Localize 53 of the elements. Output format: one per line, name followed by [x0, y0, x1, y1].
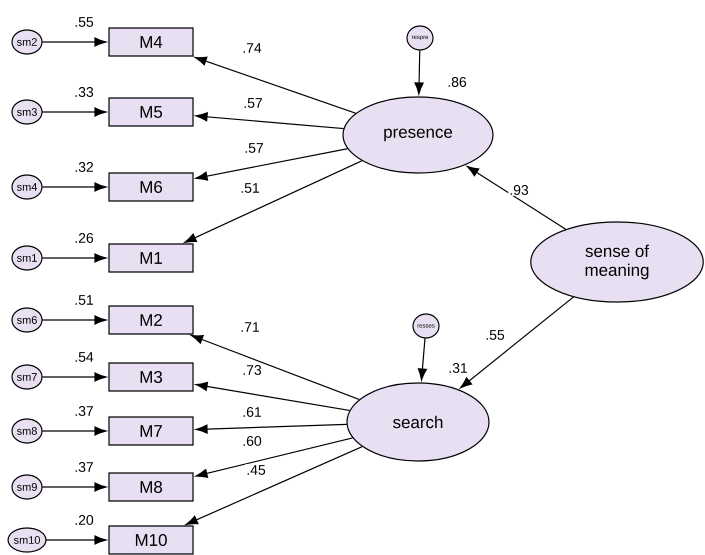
edge-label: .57	[243, 142, 265, 154]
edge-label: .45	[245, 464, 267, 476]
arrow	[42, 37, 106, 47]
arrow	[196, 424, 347, 434]
arrow	[42, 426, 106, 436]
arrow	[196, 382, 350, 412]
arrow	[466, 166, 566, 230]
indicator-box: M2	[108, 305, 194, 335]
edge-label: .73	[241, 364, 263, 376]
coefficient-label: .37	[76, 462, 93, 472]
edge-label: .71	[239, 321, 261, 333]
indicator-box: M8	[108, 472, 194, 502]
arrow	[42, 315, 106, 325]
edge-label: .93	[508, 184, 530, 196]
arrow	[194, 56, 356, 114]
coefficient-label: .51	[76, 295, 94, 305]
indicator-box: M6	[108, 172, 194, 202]
edge-label: .55	[484, 329, 506, 341]
coefficient-label: .31	[450, 363, 468, 373]
edge-label: .51	[239, 182, 261, 194]
arrow	[196, 112, 344, 130]
coefficient-label: .26	[76, 233, 94, 243]
edge-label: .60	[241, 435, 263, 447]
coefficient-label: .33	[76, 87, 94, 97]
coefficient-label: .20	[76, 515, 94, 525]
coefficient-label: .86	[448, 77, 466, 87]
arrow	[42, 182, 106, 192]
indicator-box: M1	[108, 243, 194, 273]
arrow	[191, 334, 360, 400]
edge-label: .74	[241, 42, 263, 54]
indicator-box: M3	[108, 362, 194, 392]
indicator-box: M7	[108, 416, 194, 446]
arrow	[460, 296, 574, 388]
arrow	[46, 535, 106, 545]
edge-label: .57	[242, 97, 264, 109]
arrow	[184, 160, 362, 243]
indicator-box: M5	[108, 97, 194, 127]
arrow	[42, 372, 106, 382]
coefficient-label: .37	[76, 406, 93, 416]
indicator-box: M4	[108, 27, 194, 57]
arrow	[42, 482, 106, 492]
indicator-box: M10	[108, 525, 194, 555]
arrow	[42, 253, 106, 263]
arrow	[42, 107, 106, 117]
coefficient-label: .54	[76, 352, 94, 362]
arrow	[196, 148, 348, 181]
arrow	[196, 437, 353, 478]
coefficient-label: .55	[76, 17, 94, 27]
edge-label: .61	[241, 406, 263, 418]
coefficient-label: .32	[76, 162, 93, 172]
arrow	[414, 50, 424, 94]
arrow	[418, 338, 427, 380]
arrow	[186, 446, 362, 525]
